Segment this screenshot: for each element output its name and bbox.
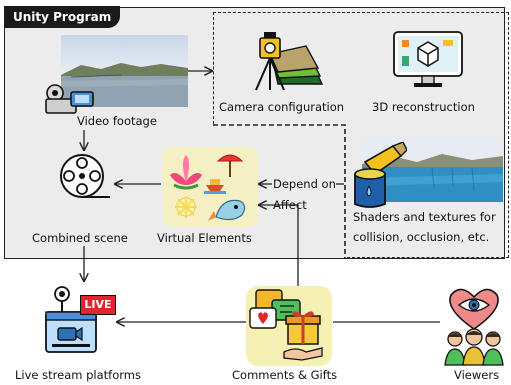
arrow-affect [259,205,299,286]
film-reel-icon [60,154,110,198]
viewers-label: Viewers [454,368,500,382]
fish-icon [208,199,246,221]
paint-bucket-icon [354,142,407,208]
shaders-label-line1: Shaders and textures for [353,210,496,224]
unity-program-title: Unity Program [4,6,121,28]
live-stream-icon [45,286,97,353]
gift-icon [283,311,323,361]
live-badge: LIVE [80,295,116,315]
3d-monitor-icon [393,31,463,87]
camera-configuration-label: Camera configuration [219,100,345,114]
boat-icon [204,179,226,194]
depend-on-label: Depend on [273,177,336,191]
video-footage-label: Video footage [77,114,157,128]
comments-gifts-label: Comments & Gifts [232,368,338,382]
surveying-camera-icon [255,32,324,91]
eye-heart-icon [449,288,499,330]
live-stream-platforms-label: Live stream platforms [15,368,141,382]
video-camera-icon [45,84,94,114]
lotus-icon [170,155,202,190]
umbrella-icon [216,154,244,177]
shaders-label-line2: collision, occlusion, etc. [353,230,490,244]
viewers-icon [444,328,504,366]
virtual-elements-label: Virtual Elements [157,231,252,245]
3d-reconstruction-label: 3D reconstruction [372,100,475,114]
combined-scene-label: Combined scene [32,231,128,245]
virtual-elements-illustration [170,154,246,221]
flower-icon [175,196,197,218]
